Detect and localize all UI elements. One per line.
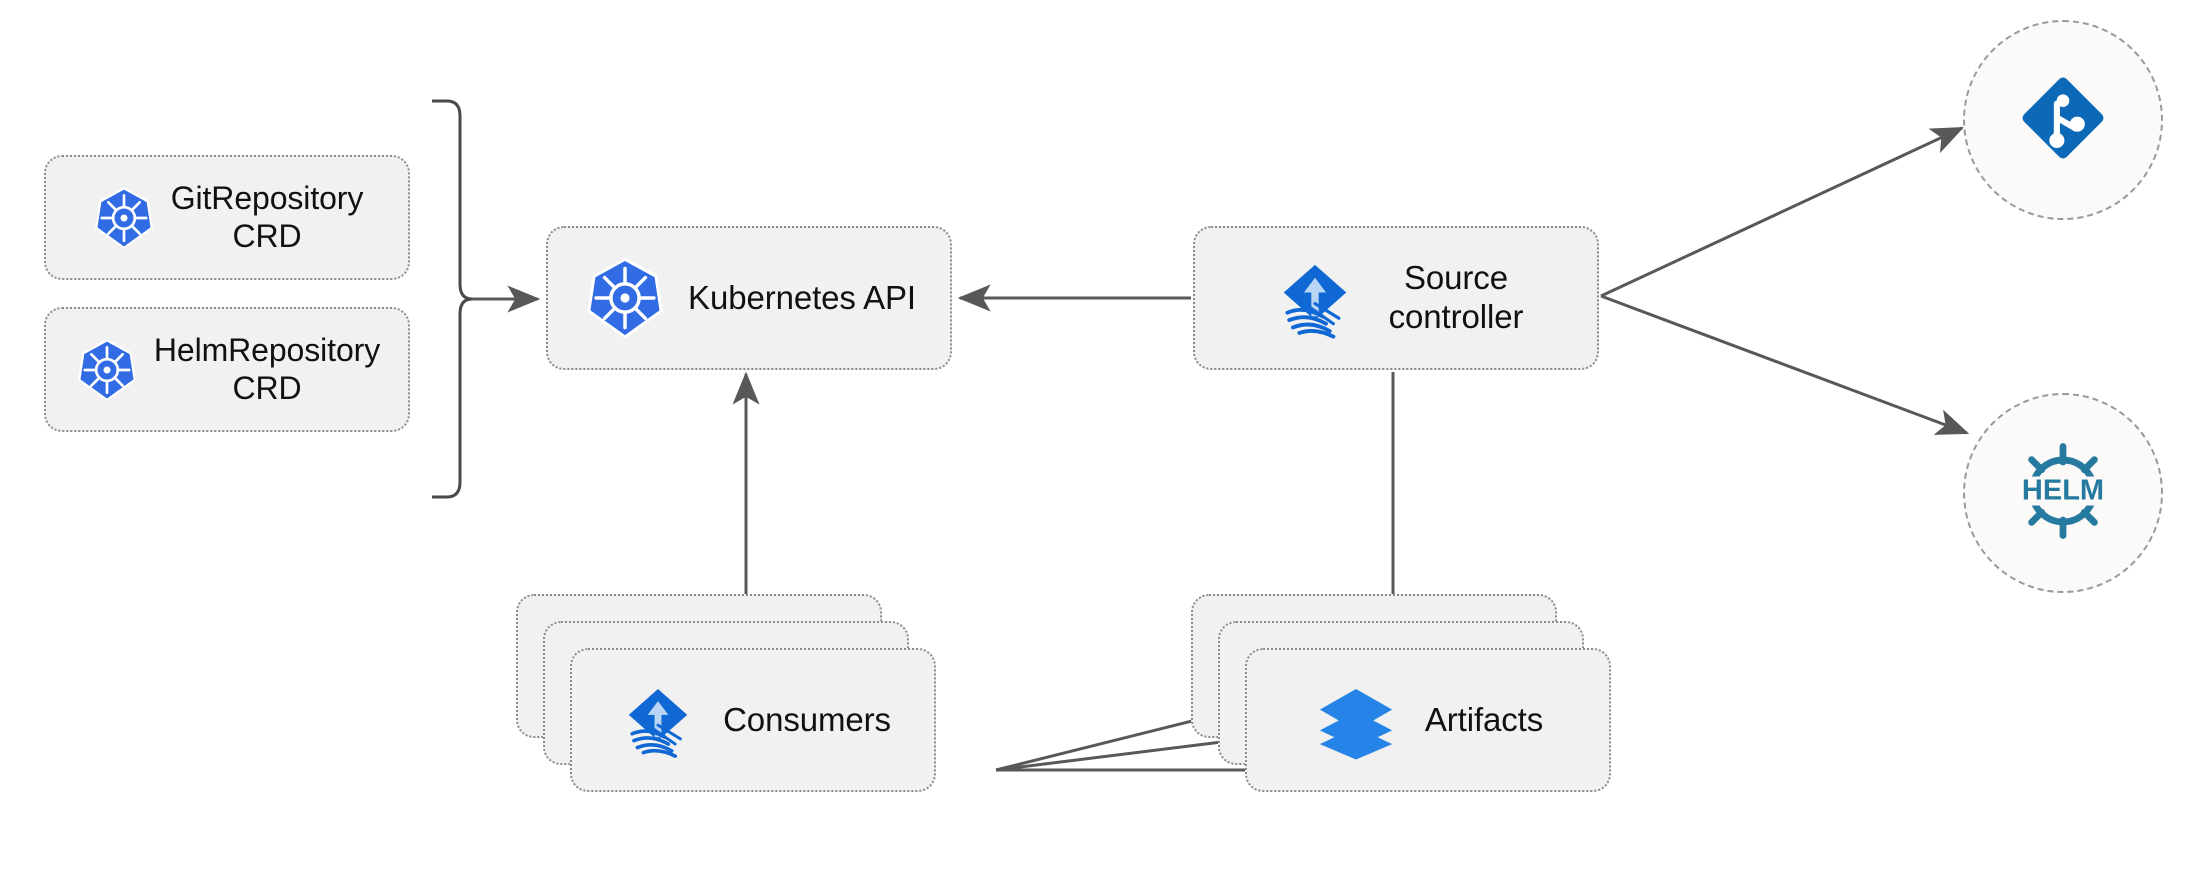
node-consumers[interactable]: Consumers [570,648,936,792]
crd-group-brace [432,99,473,499]
flux-icon [615,677,701,763]
node-label: Artifacts [1424,700,1544,738]
node-label: Source controller [1388,259,1524,335]
node-helmrepository-crd[interactable]: HelmRepository CRD [44,307,410,432]
edge-source-controller-to-git [1600,126,1965,298]
kubernetes-icon [74,337,140,403]
layers-icon [1313,677,1399,763]
git-icon [2012,67,2114,174]
node-label: HelmRepository CRD [153,331,381,406]
node-label: GitRepository CRD [170,179,364,254]
kubernetes-icon [582,255,668,341]
node-kubernetes-api[interactable]: Kubernetes API [546,226,952,370]
node-gitrepository-crd[interactable]: GitRepository CRD [44,155,410,280]
node-label: Kubernetes API [688,278,916,316]
flux-icon [1269,252,1361,344]
node-label: Consumers [723,700,891,738]
node-artifacts[interactable]: Artifacts [1245,648,1611,792]
kubernetes-icon [91,185,157,251]
helm-icon: HELM [2005,433,2121,554]
edge-source-controller-to-helm [1600,294,1970,435]
node-helm-source[interactable]: HELM [1963,393,2163,593]
node-source-controller[interactable]: Source controller [1193,226,1599,370]
helm-wordmark: HELM [2022,474,2104,506]
node-git-source[interactable] [1963,20,2163,220]
